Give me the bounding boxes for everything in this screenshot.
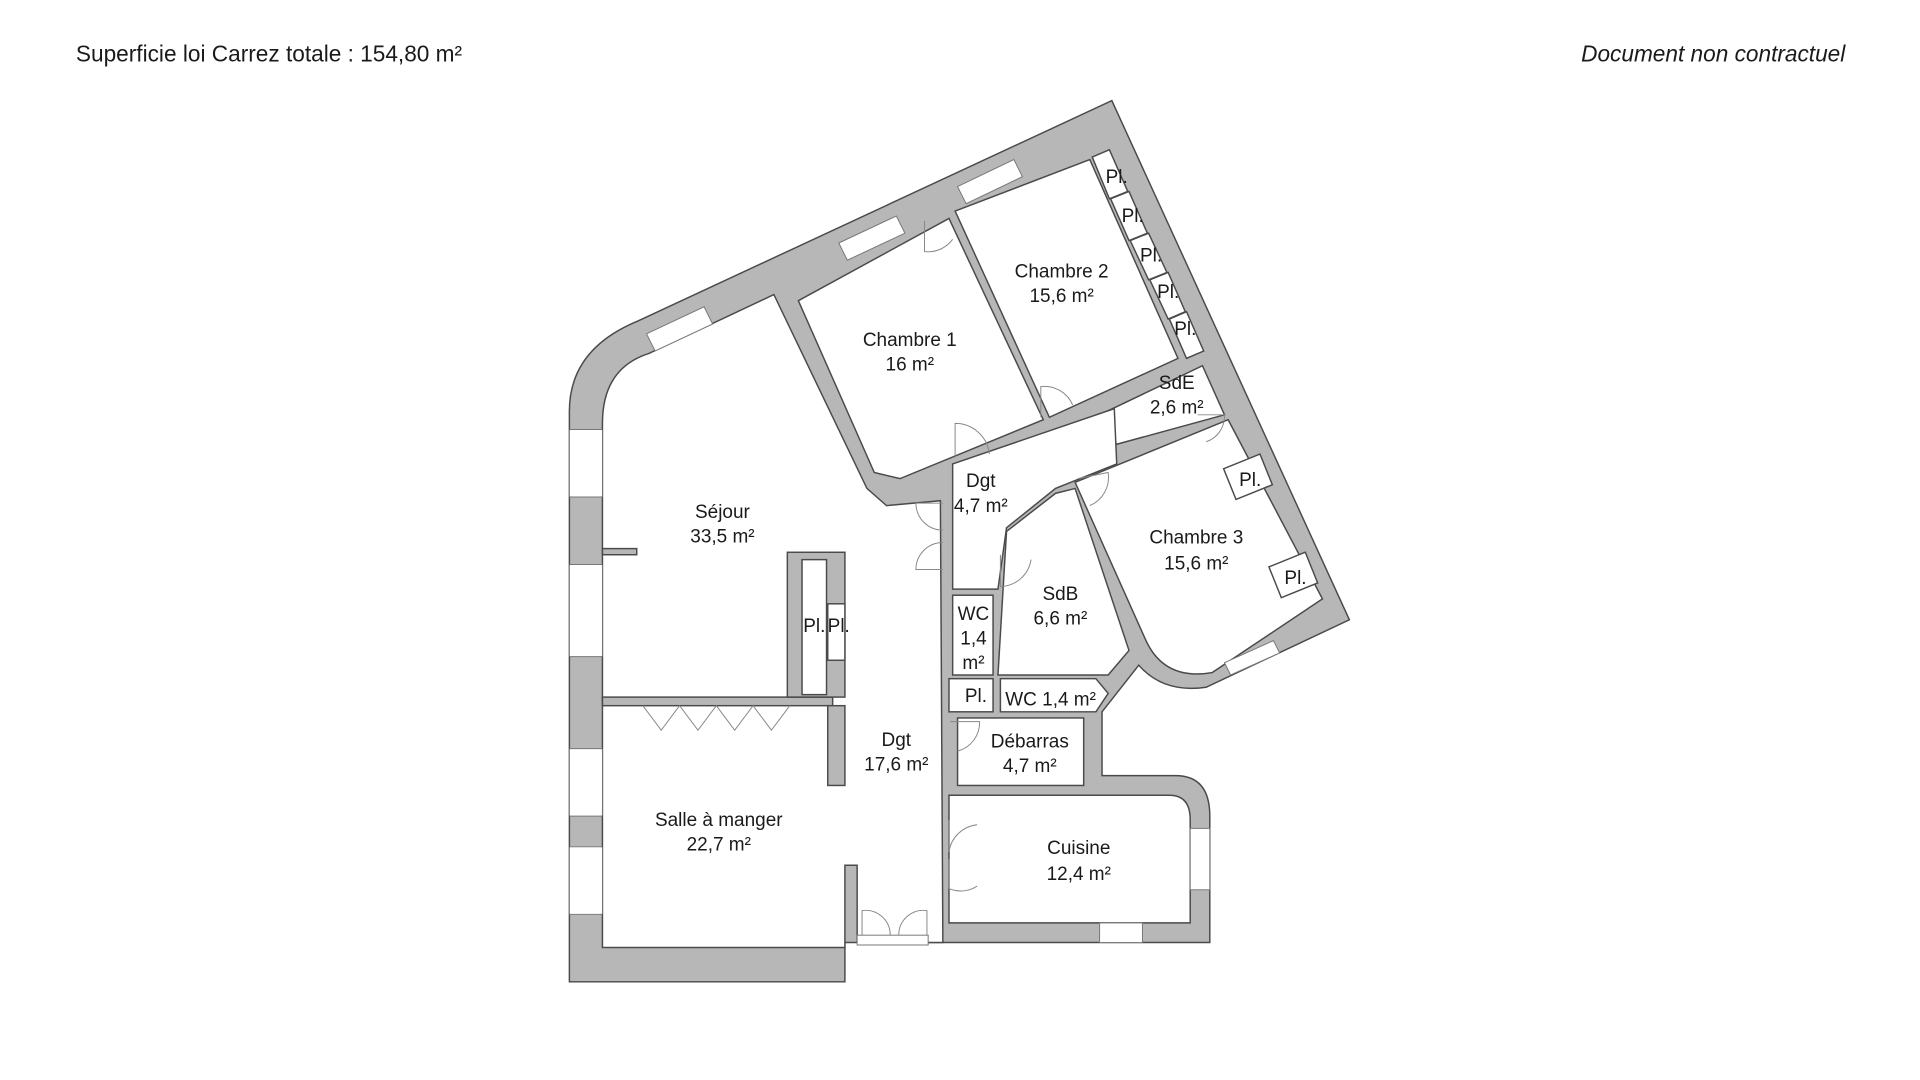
closet-label: Pl.	[1239, 470, 1261, 491]
chambre3-name: Chambre 3	[1149, 528, 1243, 549]
closet-label: Pl.	[1140, 245, 1162, 266]
wc-1	[951, 594, 994, 676]
sdb-area: 6,6 m²	[1034, 609, 1088, 630]
doors	[642, 220, 1225, 936]
total-area-label: Superficie loi Carrez totale : 154,80 m²	[76, 40, 463, 66]
salle-a-manger-area: 22,7 m²	[687, 834, 751, 855]
wc1-name: WC	[958, 604, 990, 625]
wc-2	[999, 677, 1110, 713]
sejour-dgt-space	[601, 293, 944, 949]
dgt-small-area: 4,7 m²	[954, 496, 1008, 517]
cuisine-name: Cuisine	[1047, 838, 1110, 859]
closet-label: Pl.	[828, 616, 850, 637]
dgt-large-area: 17,6 m²	[864, 755, 928, 776]
cuisine-area: 12,4 m²	[1047, 864, 1111, 885]
dgt-small	[951, 407, 1118, 590]
dgt-large-name: Dgt	[882, 730, 912, 751]
sde-area: 2,6 m²	[1150, 398, 1204, 419]
closet	[1222, 453, 1274, 501]
closet	[1267, 551, 1319, 599]
sejour-name: Séjour	[695, 502, 751, 523]
chambre2-area: 15,6 m²	[1029, 286, 1093, 307]
debarras-name: Débarras	[991, 731, 1069, 752]
salle-a-manger-name: Salle à manger	[655, 810, 783, 831]
chambre2-name: Chambre 2	[1015, 261, 1109, 282]
chambre1-name: Chambre 1	[863, 330, 957, 351]
closet-label: Pl.	[1157, 282, 1179, 303]
chambre-1	[797, 217, 1045, 480]
sejour-area: 33,5 m²	[690, 526, 754, 547]
closet-label: Pl.	[1122, 206, 1144, 227]
wc2-label: WC 1,4 m²	[1005, 690, 1096, 711]
sdb-name: SdB	[1042, 584, 1078, 605]
wc1-unit: m²	[962, 653, 984, 674]
sde-name: SdE	[1159, 373, 1195, 394]
debarras-area: 4,7 m²	[1003, 756, 1057, 777]
room-labels: Séjour 33,5 m² Salle à manger 22,7 m² Ch…	[655, 167, 1307, 885]
closet	[948, 677, 994, 713]
closet-label: Pl.	[1106, 167, 1128, 188]
closet	[801, 558, 828, 696]
sejour-dining-wall	[601, 696, 834, 707]
closet-label: Pl.	[1284, 568, 1306, 589]
partition-wall	[601, 547, 638, 556]
chambre3-area: 15,6 m²	[1164, 553, 1228, 574]
sdb	[997, 487, 1130, 676]
windows	[568, 158, 1281, 946]
closet-row	[1091, 148, 1205, 360]
wc1-area: 1,4	[960, 628, 987, 649]
chambre1-area: 16 m²	[886, 355, 935, 376]
dgt-small-name: Dgt	[966, 471, 996, 492]
disclaimer-label: Document non contractuel	[1581, 40, 1846, 66]
closet	[827, 603, 846, 662]
closet-label: Pl.	[803, 616, 825, 637]
closet-label: Pl.	[965, 686, 987, 707]
chambre-2	[954, 158, 1179, 419]
dgt-wall	[827, 704, 846, 787]
closet-label: Pl.	[1174, 319, 1196, 340]
